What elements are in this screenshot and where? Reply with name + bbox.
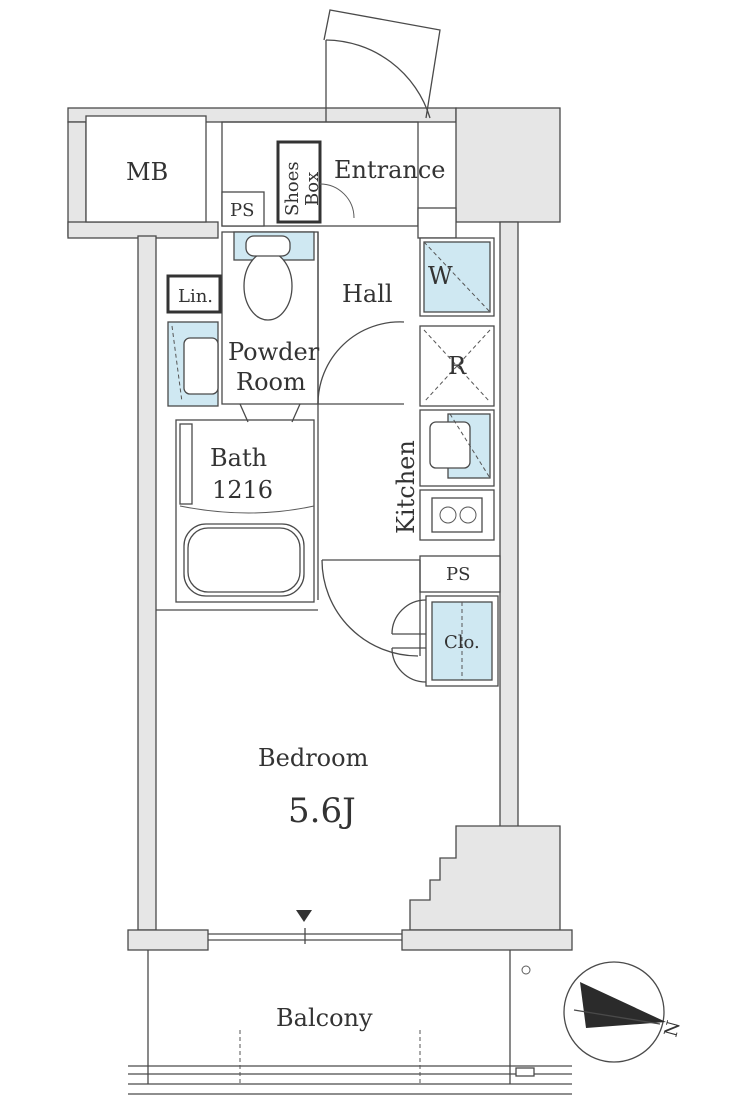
label-ps-top: PS — [230, 200, 254, 221]
label-powder-2: Room — [236, 368, 306, 396]
kitchen-area — [156, 232, 501, 687]
label-shoes-box-1: Shoes — [282, 161, 303, 216]
label-kitchen: Kitchen — [392, 440, 420, 534]
label-bedroom-size: 5.6J — [288, 791, 356, 831]
label-mb: MB — [126, 158, 168, 186]
label-shoes-box-2: Box — [302, 172, 323, 206]
label-washer: W — [428, 262, 453, 290]
bath-room — [175, 403, 315, 603]
label-bedroom: Bedroom — [258, 744, 369, 772]
compass: N — [563, 961, 685, 1063]
compass-north-label: N — [661, 1019, 685, 1040]
label-bath: Bath — [210, 444, 267, 472]
label-lin: Lin. — [178, 286, 213, 307]
label-powder-1: Powder — [228, 338, 320, 366]
powder-room — [166, 231, 405, 407]
label-bath-size: 1216 — [212, 476, 273, 504]
label-fridge: R — [448, 352, 467, 380]
label-closet: Clo. — [444, 632, 480, 653]
label-hall: Hall — [342, 280, 393, 308]
label-entrance: Entrance — [334, 156, 446, 184]
label-balcony: Balcony — [276, 1004, 373, 1032]
label-ps-kitchen: PS — [446, 564, 470, 585]
mb-room — [85, 115, 207, 223]
entrance-area — [221, 9, 457, 239]
exterior-walls — [67, 107, 573, 1095]
